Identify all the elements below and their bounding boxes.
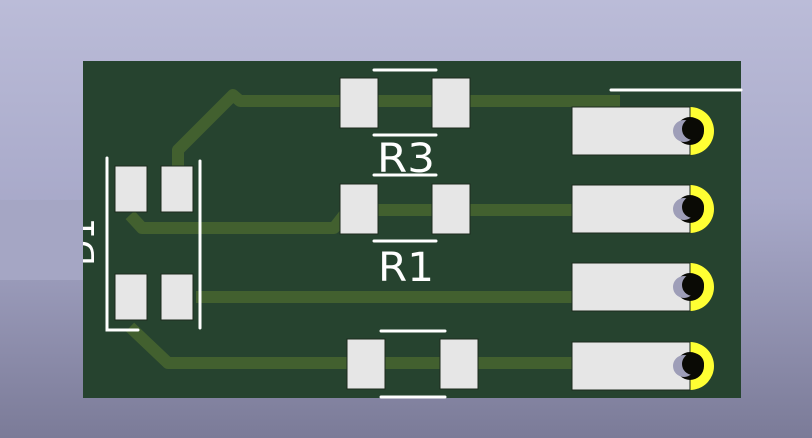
pin-part: [571, 184, 691, 234]
connector-j1[interactable]: [571, 106, 714, 391]
component-d1[interactable]: [105, 156, 202, 332]
connector-pin-3[interactable]: [571, 262, 714, 312]
pin-part: [682, 118, 704, 140]
resistor-r1[interactable]: [339, 183, 471, 243]
pin-part: [682, 196, 704, 218]
pin-part: [682, 353, 704, 375]
r3-label: R3: [377, 136, 435, 182]
connector-pin-4[interactable]: [571, 341, 714, 391]
trace-bottom: [125, 322, 575, 369]
connector-pin-2[interactable]: [571, 184, 714, 234]
trace-mid: [125, 204, 575, 234]
pin-part: [571, 341, 691, 391]
pin-part: [682, 274, 704, 296]
pin-part: [571, 106, 691, 156]
connector-pin-1[interactable]: [571, 106, 714, 156]
board-edge-mask: [0, 200, 83, 280]
pin-part: [571, 262, 691, 312]
r1-label: R1: [378, 245, 434, 291]
resistor-r3[interactable]: [339, 68, 471, 177]
resistor-bottom[interactable]: [346, 329, 479, 399]
